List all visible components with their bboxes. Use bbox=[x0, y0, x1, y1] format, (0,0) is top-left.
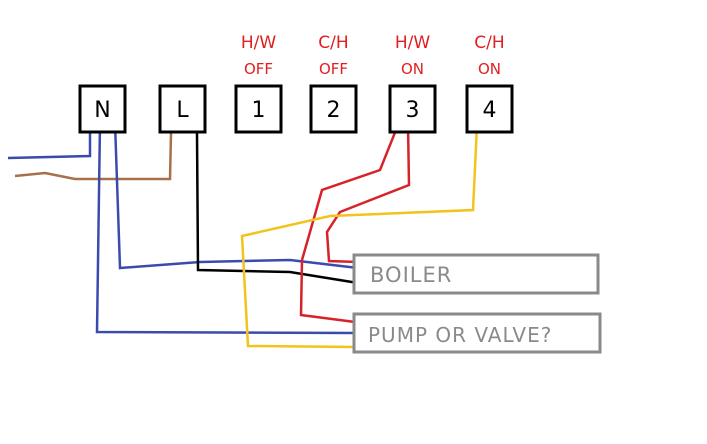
hw-on-to-boiler-wire bbox=[325, 124, 411, 264]
terminal-box-6 bbox=[465, 84, 514, 134]
ch-on-to-pump-wire bbox=[240, 124, 479, 349]
terminal-box-1 bbox=[78, 84, 127, 134]
pump-or-valve-label: PUMP OR VALVE? bbox=[368, 323, 552, 347]
terminal-annotation-top-5: H/W bbox=[395, 33, 431, 53]
terminal-annotation-bottom-4: OFF bbox=[319, 60, 348, 78]
terminal-box-2 bbox=[158, 84, 207, 134]
terminal-label-1: N bbox=[94, 98, 110, 123]
terminal-box-3 bbox=[234, 84, 283, 134]
terminal-label-5: 3 bbox=[406, 98, 420, 123]
boiler-box bbox=[352, 253, 600, 295]
terminal-annotation-top-3: H/W bbox=[241, 33, 277, 53]
terminal-annotation-bottom-5: ON bbox=[401, 60, 424, 78]
supply-live-wire bbox=[14, 132, 173, 181]
pump-or-valve-box bbox=[352, 312, 602, 354]
terminal-annotation-top-6: C/H bbox=[474, 33, 504, 53]
terminal-label-6: 4 bbox=[483, 98, 497, 123]
hw-on-to-pump-wire bbox=[299, 124, 400, 324]
terminal-label-4: 2 bbox=[327, 98, 341, 123]
boiler-label: BOILER bbox=[370, 263, 452, 287]
terminal-label-2: L bbox=[176, 98, 189, 123]
terminal-box-4 bbox=[309, 84, 358, 134]
terminal-annotation-bottom-6: ON bbox=[478, 60, 501, 78]
supply-neutral-wire bbox=[7, 123, 92, 160]
terminal-label-3: 1 bbox=[252, 98, 266, 123]
terminal-annotation-top-4: C/H bbox=[318, 33, 348, 53]
neutral-to-boiler-wire bbox=[113, 122, 359, 270]
neutral-to-pump-wire bbox=[95, 122, 356, 335]
terminal-annotation-bottom-3: OFF bbox=[244, 60, 273, 78]
terminal-box-5 bbox=[388, 84, 437, 134]
